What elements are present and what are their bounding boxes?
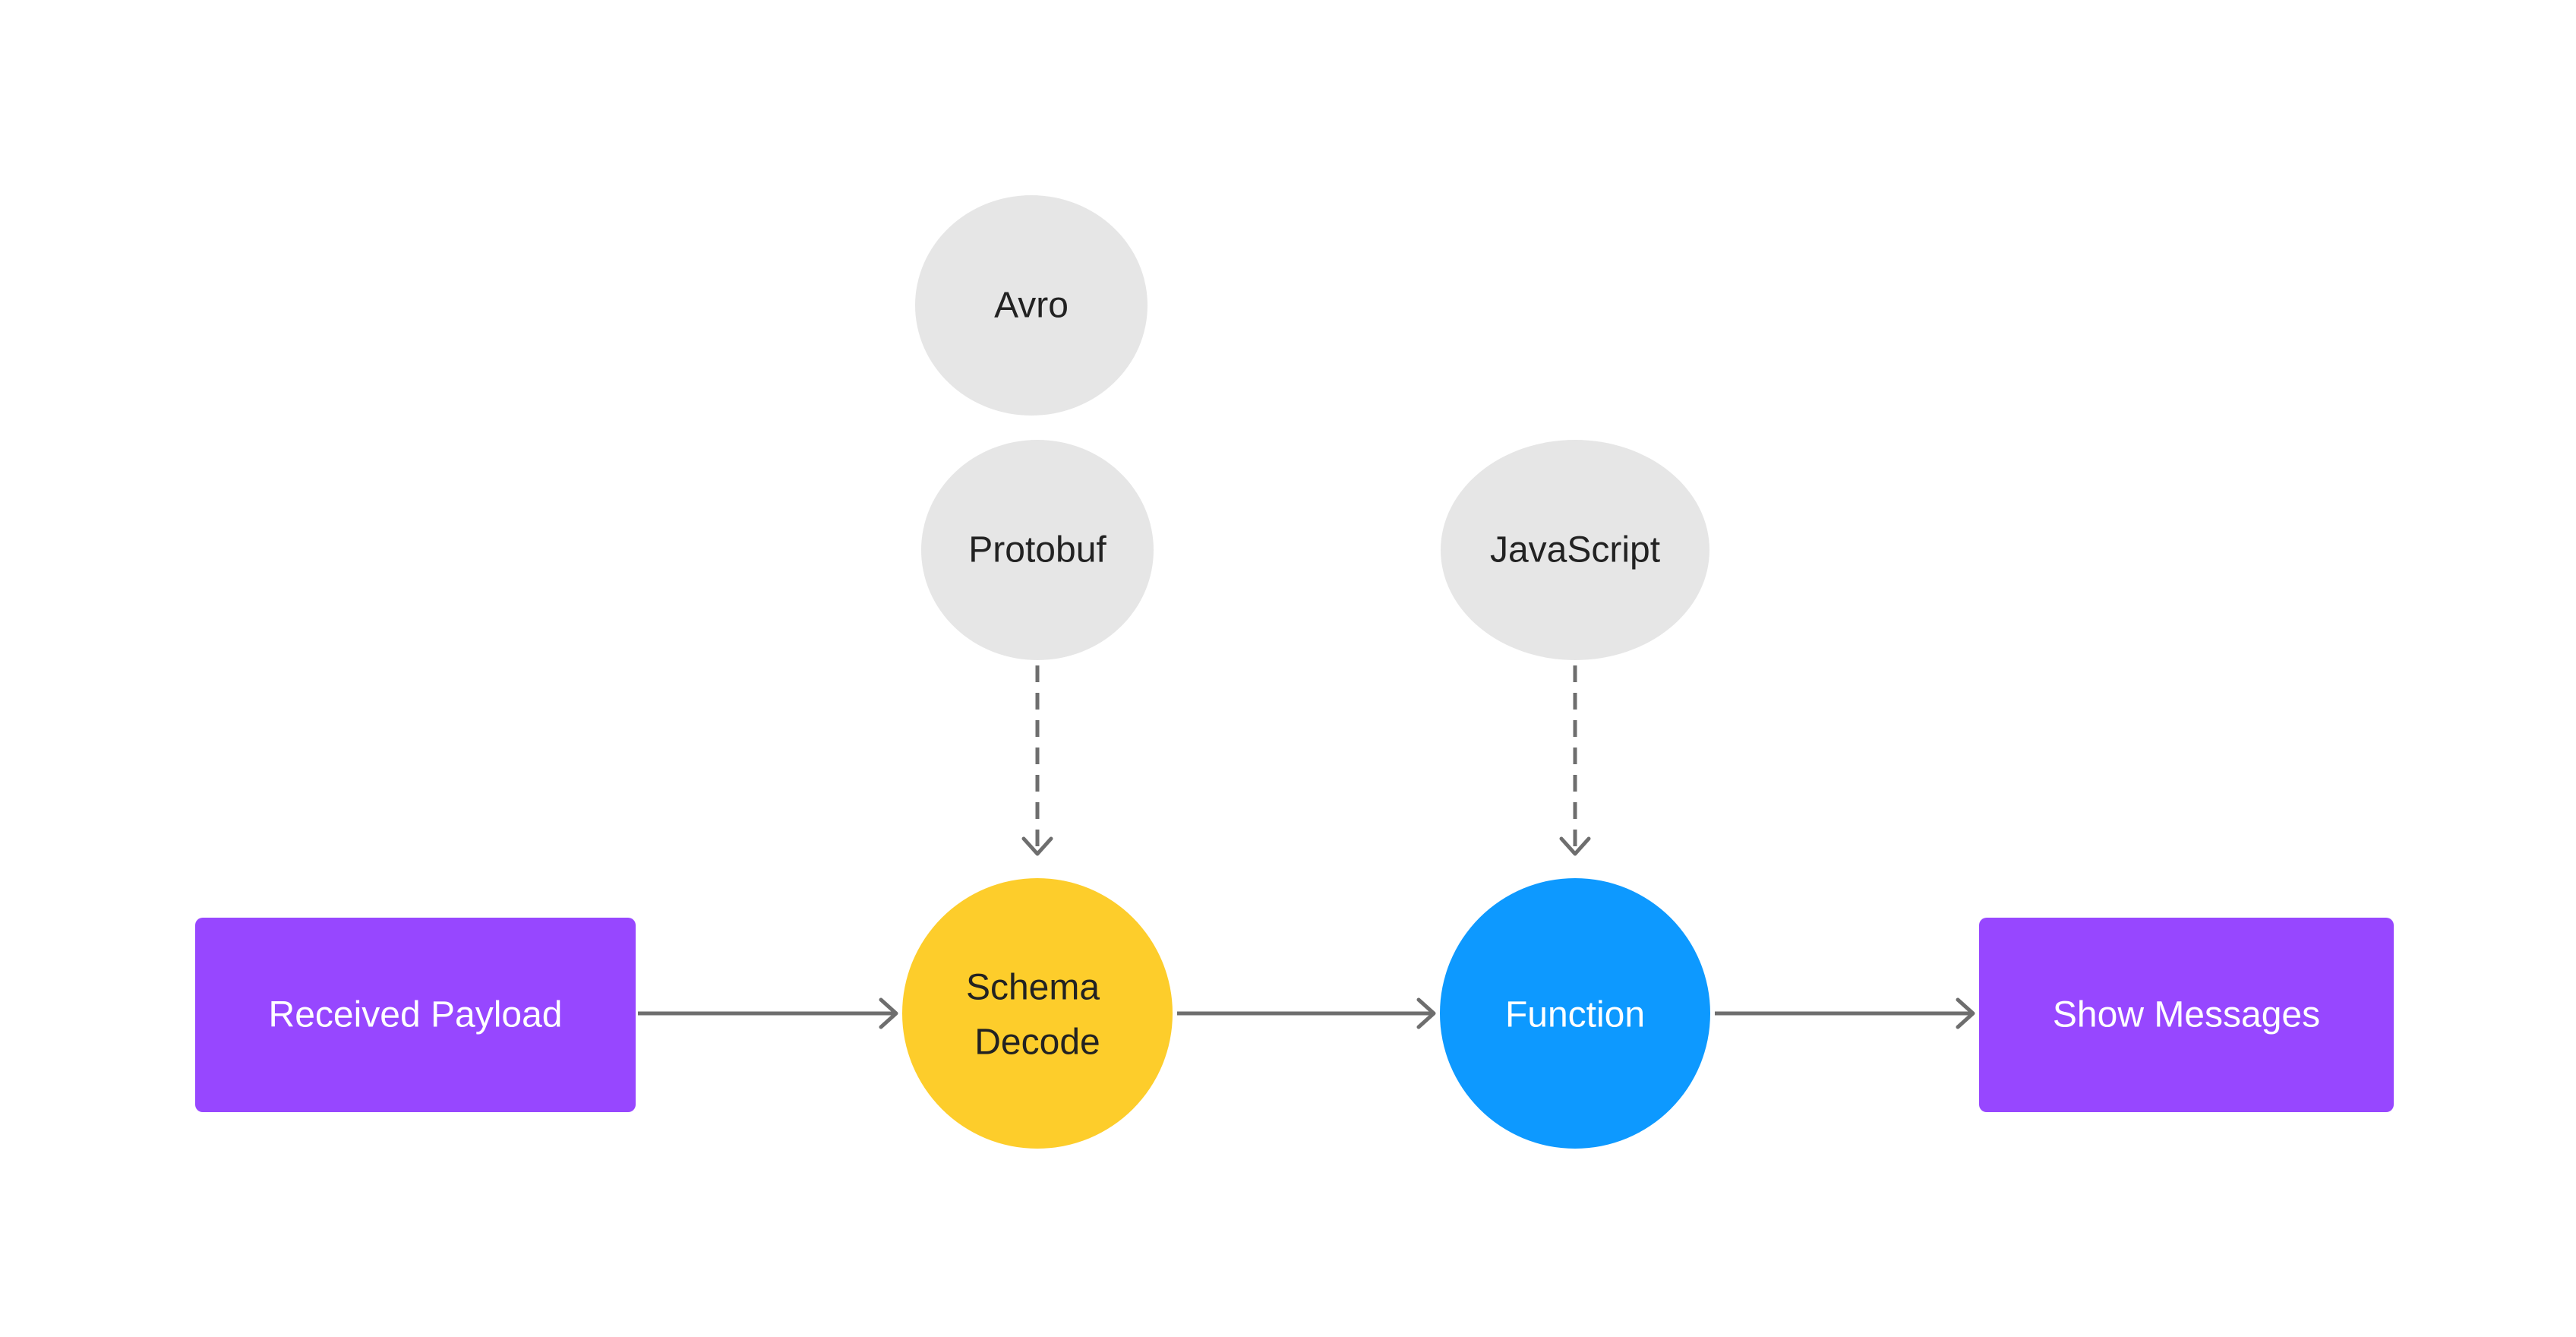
show-messages-shape — [1979, 918, 2394, 1112]
schema-decode-shape — [902, 878, 1173, 1149]
javascript-label: JavaScript — [1490, 530, 1660, 571]
edge-payload-to-decode — [638, 997, 898, 1029]
show-messages-label: Show Messages — [2053, 995, 2320, 1035]
node-schema-decode: Schema Decode — [902, 878, 1173, 1149]
protobuf-shape — [921, 440, 1154, 660]
node-received-payload: Received Payload — [195, 918, 636, 1112]
schema-decode-label-line1: Schema — [966, 968, 1100, 1008]
avro-shape — [915, 195, 1148, 416]
avro-label: Avro — [994, 286, 1069, 326]
edge-function-to-show-messages — [1715, 997, 1975, 1029]
node-avro: Avro — [915, 195, 1148, 416]
protobuf-label: Protobuf — [968, 530, 1106, 571]
edges — [638, 665, 1975, 1029]
edge-javascript-to-function — [1559, 665, 1591, 856]
received-payload-shape — [195, 918, 636, 1112]
function-shape — [1440, 878, 1710, 1149]
schema-decode-label-line2: Decode — [974, 1023, 1100, 1063]
received-payload-label: Received Payload — [269, 995, 563, 1035]
javascript-shape — [1441, 440, 1709, 660]
node-show-messages: Show Messages — [1979, 918, 2394, 1112]
node-javascript: JavaScript — [1441, 440, 1709, 660]
function-label: Function — [1505, 995, 1645, 1035]
node-function: Function — [1440, 878, 1710, 1149]
edge-decode-to-function — [1177, 997, 1436, 1029]
node-protobuf: Protobuf — [921, 440, 1154, 660]
edge-protobuf-to-decode — [1021, 665, 1053, 856]
